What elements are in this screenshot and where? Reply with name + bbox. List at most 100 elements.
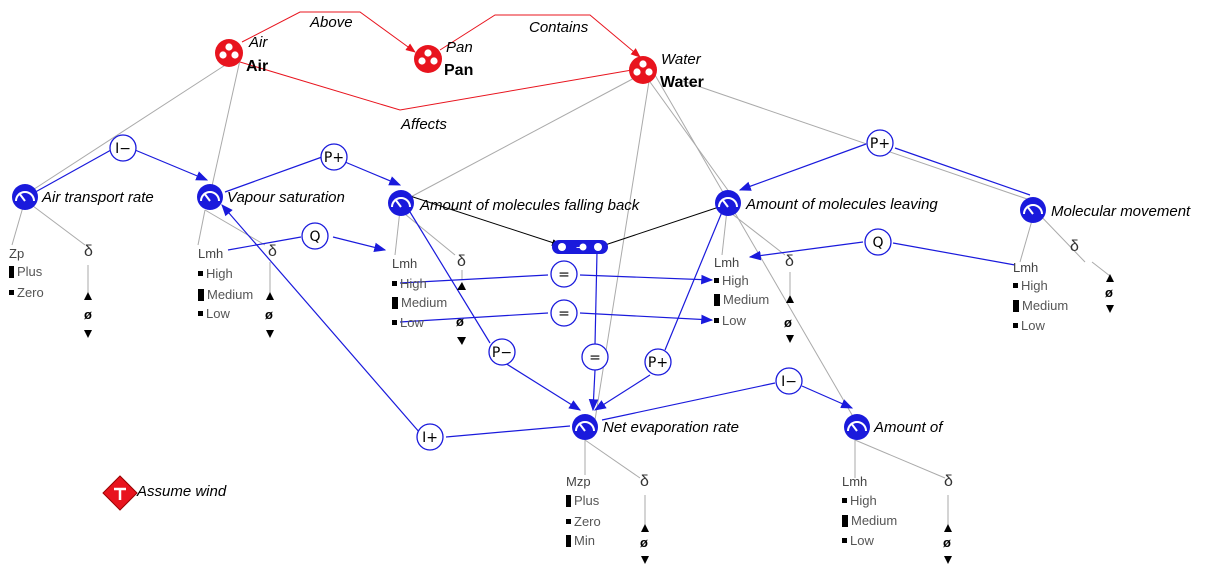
qs-value: Low bbox=[714, 313, 746, 328]
entity-icon-pan[interactable] bbox=[414, 45, 442, 73]
quantity-icon[interactable] bbox=[572, 414, 598, 440]
qs-value: Low bbox=[842, 533, 874, 548]
entity-type-air: Air bbox=[246, 58, 269, 75]
derivative-arrows bbox=[84, 274, 1114, 564]
derivative-label: δ bbox=[268, 243, 277, 260]
quantity-space-name: Lmh bbox=[392, 256, 418, 271]
qs-value: Low bbox=[198, 306, 230, 321]
arrow-pair-7 bbox=[944, 524, 952, 564]
zero-label: ø bbox=[456, 314, 464, 329]
quantity-name-molecules-falling-back[interactable]: Amount of molecules falling back bbox=[420, 197, 640, 214]
arrow-pair-6 bbox=[641, 524, 649, 564]
dep-label-i-plus: I+ bbox=[422, 430, 438, 446]
dep-circle-p-plus-3[interactable] bbox=[644, 348, 672, 376]
dep-circle-p-plus-1[interactable] bbox=[320, 143, 348, 171]
arrow-pair-5 bbox=[1106, 274, 1114, 313]
calculator-node[interactable] bbox=[552, 240, 608, 254]
quantity-space-name: Lmh bbox=[714, 255, 740, 270]
dep-label-p-plus-2: P+ bbox=[870, 136, 890, 152]
qs-value: Plus bbox=[9, 264, 42, 279]
qs-value: High bbox=[842, 493, 877, 508]
dep-circle-p-minus[interactable] bbox=[488, 338, 516, 366]
qs-value: Medium bbox=[714, 292, 769, 307]
derivative-label: δ bbox=[785, 253, 794, 270]
derivative-label: δ bbox=[640, 473, 649, 490]
quantity-name-molecules-leaving[interactable]: Amount of molecules leaving bbox=[746, 196, 938, 213]
dep-circle-eq-3[interactable] bbox=[581, 343, 609, 371]
config-label-above: Above bbox=[310, 14, 353, 31]
quantity-space-name: Zp bbox=[9, 246, 25, 261]
entity-icon-water[interactable] bbox=[629, 56, 657, 84]
dep-label-i-minus-2: I− bbox=[781, 374, 797, 390]
qs-value: Plus bbox=[566, 493, 599, 508]
dep-label-eq-3: = bbox=[589, 350, 601, 366]
quantity-name-molecular-movement[interactable]: Molecular movement bbox=[1051, 203, 1191, 220]
quantity-space-name: Lmh bbox=[842, 474, 868, 489]
quantity-name-air-transport-rate[interactable]: Air transport rate bbox=[42, 189, 154, 206]
quantity-icon[interactable] bbox=[12, 184, 38, 210]
derivative-label: δ bbox=[457, 253, 466, 270]
quantity-icon[interactable] bbox=[1020, 197, 1046, 223]
assumption-label[interactable]: Assume wind bbox=[137, 483, 227, 500]
quantity-icon[interactable] bbox=[388, 190, 414, 216]
arrow-pair-1 bbox=[84, 292, 92, 338]
qs-value: High bbox=[392, 276, 427, 291]
qs-value: Zero bbox=[566, 514, 601, 529]
entity-type-pan: Pan bbox=[444, 62, 474, 79]
qs-value: High bbox=[1013, 278, 1048, 293]
entity-name-water: Water bbox=[661, 51, 701, 68]
qs-value: Zero bbox=[9, 285, 44, 300]
derivative-label: δ bbox=[944, 473, 953, 490]
qs-value: Medium bbox=[198, 287, 253, 302]
qs-value: Low bbox=[392, 315, 424, 330]
dep-label-p-plus-1: P+ bbox=[324, 150, 344, 166]
dep-label-q-1: Q bbox=[309, 229, 320, 245]
dep-circle-p-plus-2[interactable] bbox=[866, 129, 894, 157]
calculation-lines bbox=[409, 195, 726, 246]
qs-value: High bbox=[198, 266, 233, 281]
quantity-space-name: Lmh bbox=[1013, 260, 1039, 275]
entity-name-air: Air bbox=[249, 34, 268, 51]
quantity-name-amount-of[interactable]: Amount of bbox=[874, 419, 943, 436]
config-label-contains: Contains bbox=[529, 19, 589, 36]
dep-circle-i-plus[interactable] bbox=[416, 423, 444, 451]
qs-value: High bbox=[714, 273, 749, 288]
dep-label-p-plus-3: P+ bbox=[648, 355, 668, 371]
qs-value: Low bbox=[1013, 318, 1045, 333]
dep-label-i-minus-1: I− bbox=[115, 141, 131, 157]
quantity-name-net-evaporation-rate[interactable]: Net evaporation rate bbox=[603, 419, 739, 436]
zero-label: ø bbox=[1105, 285, 1113, 300]
calc-label: − bbox=[575, 241, 584, 254]
qs-value: Min bbox=[566, 533, 595, 548]
causal-lines bbox=[29, 143, 1031, 438]
dependency-labels: I− P+ P+ Q Q = = = P− P+ I+ I− − bbox=[115, 136, 890, 446]
dep-circle-eq-1[interactable] bbox=[550, 260, 578, 288]
assumption-icon[interactable] bbox=[102, 475, 138, 511]
zero-label: ø bbox=[265, 307, 273, 322]
qs-value: Medium bbox=[1013, 298, 1068, 313]
zero-label: ø bbox=[784, 315, 792, 330]
qs-value: Medium bbox=[392, 295, 447, 310]
dep-circle-q-2[interactable] bbox=[864, 228, 892, 256]
configuration-lines bbox=[239, 11, 641, 111]
entity-icon-air[interactable] bbox=[215, 39, 243, 67]
entity-type-water: Water bbox=[660, 74, 704, 91]
dep-label-eq-2: = bbox=[558, 306, 570, 322]
derivative-label: δ bbox=[1070, 238, 1079, 255]
arrow-pair-3 bbox=[457, 282, 466, 345]
arrow-pair-2 bbox=[266, 292, 274, 338]
quantity-space-name: Lmh bbox=[198, 246, 224, 261]
quantity-icon[interactable] bbox=[197, 184, 223, 210]
quantity-name-vapour-saturation[interactable]: Vapour saturation bbox=[227, 189, 345, 206]
entity-name-pan: Pan bbox=[446, 39, 473, 56]
dep-circle-i-minus-1[interactable] bbox=[109, 134, 137, 162]
dependency-circles bbox=[109, 129, 894, 451]
dep-circle-i-minus-2[interactable] bbox=[775, 367, 803, 395]
qs-value: Medium bbox=[842, 513, 897, 528]
dep-circle-q-1[interactable] bbox=[301, 222, 329, 250]
quantity-icon[interactable] bbox=[844, 414, 870, 440]
quantity-icon[interactable] bbox=[715, 190, 741, 216]
dep-label-p-minus: P− bbox=[492, 345, 512, 361]
dep-circle-eq-2[interactable] bbox=[550, 299, 578, 327]
zero-label: ø bbox=[84, 307, 92, 322]
